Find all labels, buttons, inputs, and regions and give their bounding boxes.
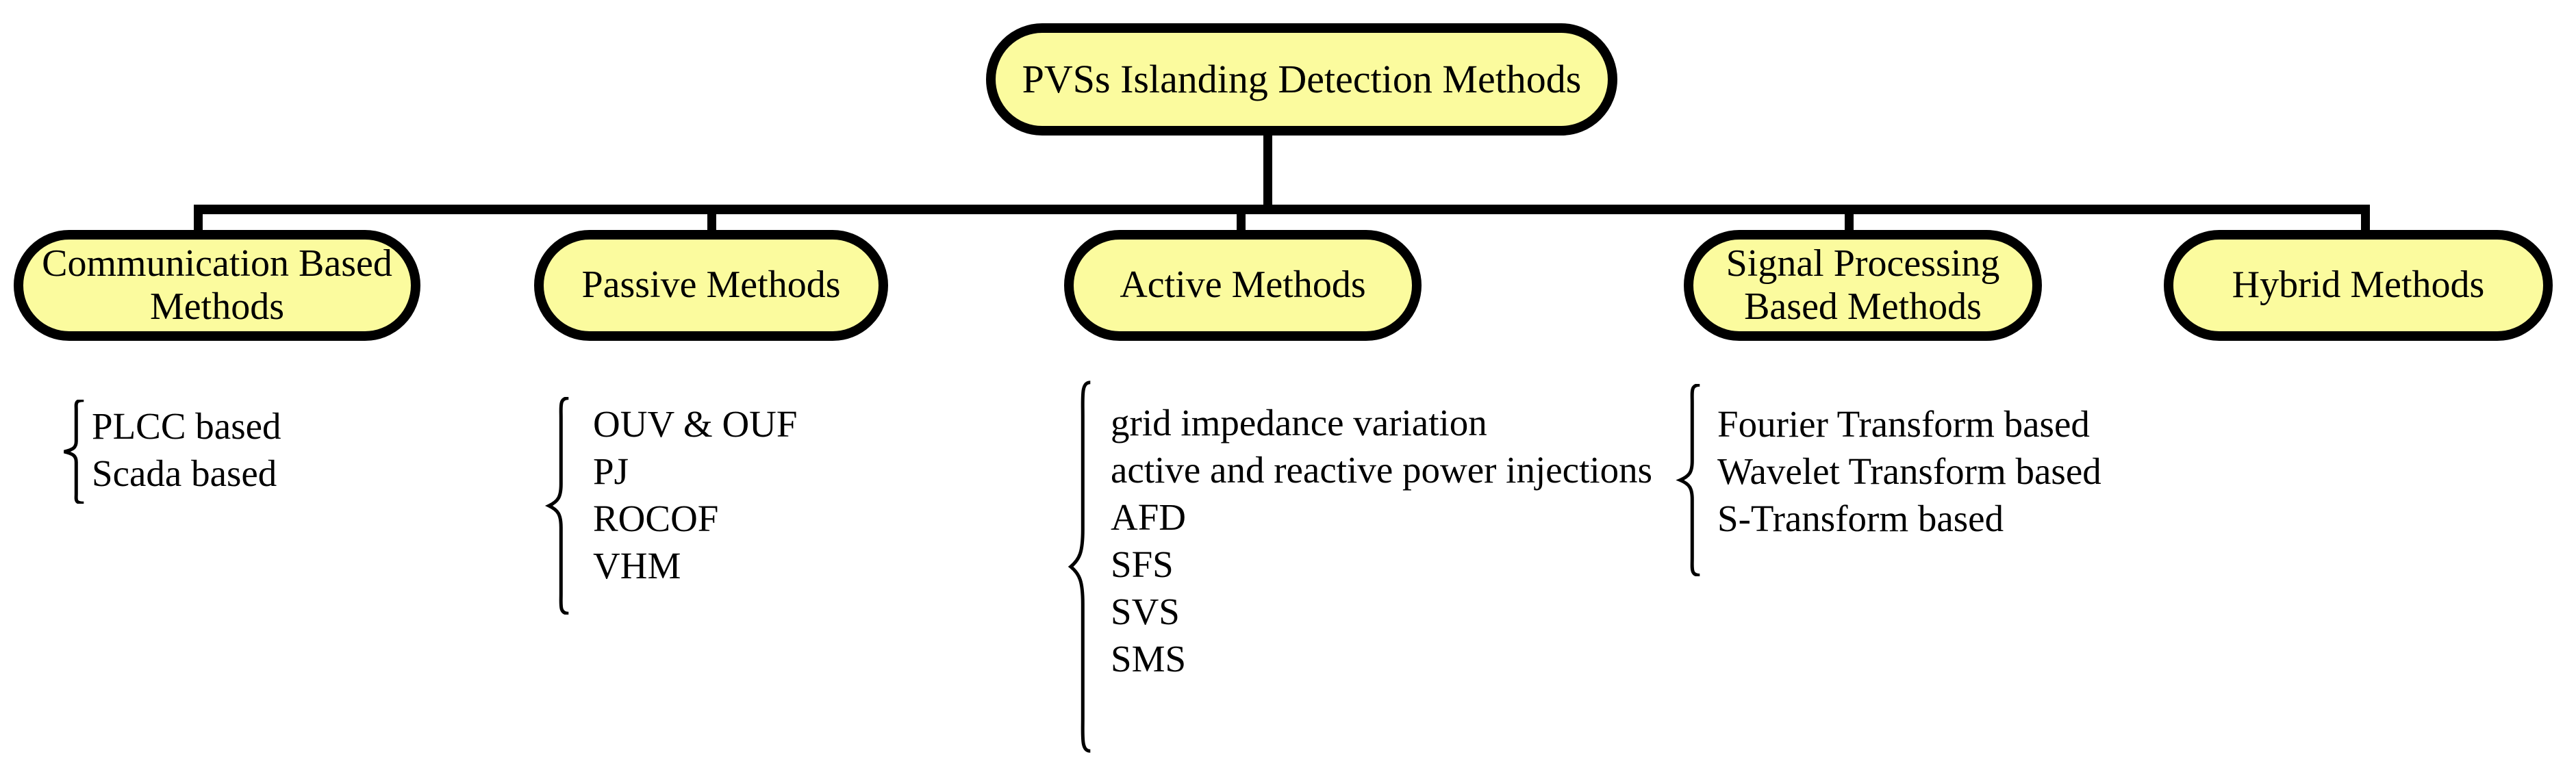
node-communication-based-methods: Communication Based Methods (14, 230, 420, 341)
leaf-item: S-Transform based (1717, 498, 2004, 539)
node-root: PVSs Islanding Detection Methods (986, 23, 1617, 136)
leaf-item: Scada based (92, 452, 277, 494)
node-active-methods: Active Methods (1064, 230, 1422, 341)
brace-passive-list (544, 397, 574, 615)
active-methods-list: grid impedance variation active and reac… (1111, 399, 1652, 682)
node-active-label: Active Methods (1120, 263, 1366, 307)
leaf-item: Wavelet Transform based (1717, 450, 2101, 492)
leaf-item: VHM (593, 545, 681, 587)
node-signal-processing-label: Signal Processing Based Methods (1726, 242, 2000, 328)
leaf-item: active and reactive power injections (1111, 449, 1653, 491)
node-passive-methods: Passive Methods (534, 230, 888, 341)
leaf-item: SFS (1111, 543, 1174, 585)
leaf-item: Fourier Transform based (1717, 403, 2090, 445)
node-hybrid-label: Hybrid Methods (2232, 263, 2485, 307)
node-root-label: PVSs Islanding Detection Methods (1022, 57, 1582, 102)
leaf-item: AFD (1111, 496, 1187, 538)
brace-signal-processing-list (1675, 384, 1705, 576)
passive-methods-list: OUV & OUF PJ ROCOF VHM (593, 400, 797, 589)
leaf-item: SMS (1111, 638, 1187, 680)
leaf-item: ROCOF (593, 498, 719, 539)
leaf-item: grid impedance variation (1111, 402, 1487, 443)
connector-bus (194, 205, 2370, 214)
node-passive-label: Passive Methods (581, 263, 841, 307)
connector-stub-1 (194, 209, 203, 234)
connector-stub-4 (1845, 209, 1854, 234)
brace-active-list (1065, 381, 1096, 753)
connector-trunk (1263, 134, 1272, 209)
leaf-item: PJ (593, 450, 629, 492)
node-hybrid-methods: Hybrid Methods (2164, 230, 2553, 341)
leaf-item: OUV & OUF (593, 403, 798, 445)
brace-communication-list (59, 400, 89, 504)
connector-stub-5 (2361, 209, 2370, 234)
connector-stub-2 (707, 209, 716, 234)
communication-methods-list: PLCC based Scada based (92, 402, 281, 497)
leaf-item: SVS (1111, 591, 1180, 632)
connector-stub-3 (1237, 209, 1246, 234)
node-signal-processing-methods: Signal Processing Based Methods (1684, 230, 2042, 341)
signal-processing-methods-list: Fourier Transform based Wavelet Transfor… (1717, 400, 2101, 542)
leaf-item: PLCC based (92, 405, 281, 447)
node-communication-label: Communication Based Methods (42, 242, 392, 328)
